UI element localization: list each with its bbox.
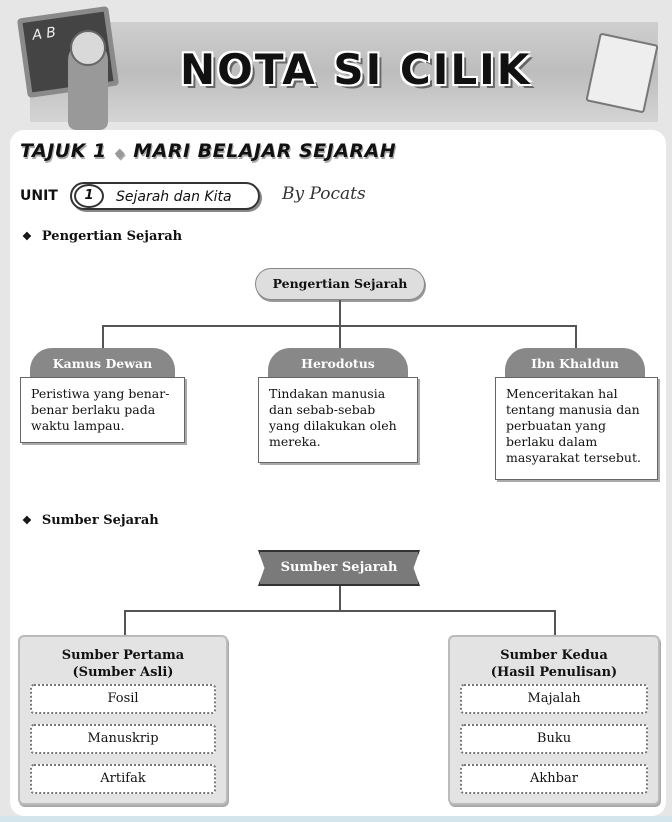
header-banner — [30, 22, 658, 122]
source-item: Artifak — [30, 764, 216, 794]
connector-line — [339, 300, 341, 326]
root-node-pengertian: Pengertian Sejarah — [255, 268, 425, 300]
section-heading-sumber: ❖ Sumber Sejarah — [22, 513, 159, 528]
topic-heading: TAJUK 1 ◆ MARI BELAJAR SEJARAH — [20, 140, 396, 162]
definition-box: Peristiwa yang benar-benar berlaku pada … — [20, 377, 185, 443]
connector-line — [124, 610, 126, 636]
footer-strip — [0, 816, 672, 822]
group-subtitle: (Sumber Asli) — [72, 665, 174, 680]
banner-title: NOTA SI CILIK — [180, 45, 532, 94]
definition-tab: Ibn Khaldun — [505, 348, 645, 378]
source-item: Majalah — [460, 684, 648, 714]
connector-line — [575, 325, 577, 349]
unit-number: 1 — [74, 184, 104, 208]
child-head-illustration — [70, 30, 106, 66]
definition-tab: Kamus Dewan — [30, 348, 175, 378]
source-item: Akhbar — [460, 764, 648, 794]
unit-label: UNIT — [20, 188, 58, 204]
topic-title: MARI BELAJAR SEJARAH — [133, 140, 397, 162]
unit-name: Sejarah dan Kita — [116, 189, 232, 205]
source-group-secondary: Sumber Kedua (Hasil Penulisan) Majalah Bu… — [448, 635, 660, 805]
source-group-primary: Sumber Pertama (Sumber Asli) Fosil Manusk… — [18, 635, 228, 805]
connector-line — [339, 586, 341, 611]
definition-box: Tindakan manusia dan sebab-sebab yang di… — [258, 377, 418, 463]
definition-tab: Herodotus — [268, 348, 408, 378]
definition-box: Menceritakan hal tentang manusia dan per… — [495, 377, 658, 480]
unit-pill — [70, 182, 260, 210]
source-item: Buku — [460, 724, 648, 754]
bullet-icon: ❖ — [22, 514, 32, 527]
root-node-sumber: Sumber Sejarah — [258, 550, 420, 586]
section-heading-text: Sumber Sejarah — [41, 513, 159, 528]
source-item: Fosil — [30, 684, 216, 714]
group-subtitle: (Hasil Penulisan) — [490, 665, 618, 680]
connector-line — [339, 325, 341, 349]
group-title: Sumber Pertama — [61, 648, 185, 663]
source-group-title: Sumber Kedua (Hasil Penulisan) — [450, 647, 658, 681]
section-heading-text: Pengertian Sejarah — [41, 229, 183, 244]
connector-line — [124, 610, 555, 612]
section-heading-pengertian: ❖ Pengertian Sejarah — [22, 229, 182, 244]
topic-label: TAJUK 1 — [20, 140, 107, 162]
connector-line — [102, 325, 104, 349]
connector-line — [554, 610, 556, 636]
bullet-icon: ❖ — [22, 230, 32, 243]
board-text: A B — [31, 24, 57, 44]
source-group-title: Sumber Pertama (Sumber Asli) — [20, 647, 226, 681]
group-title: Sumber Kedua — [500, 648, 608, 663]
diamond-icon: ◆ — [114, 146, 126, 161]
source-item: Manuskrip — [30, 724, 216, 754]
byline: By Pocats — [282, 184, 366, 204]
